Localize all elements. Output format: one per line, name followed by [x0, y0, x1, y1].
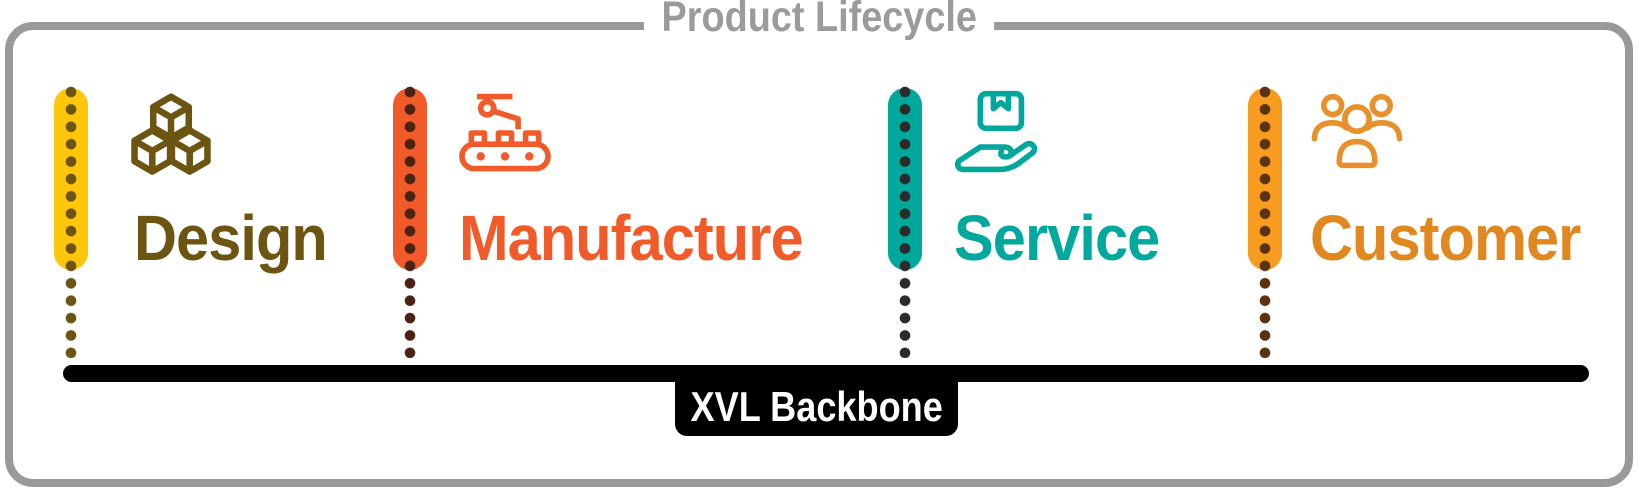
- design-dotted-connector: [65, 84, 77, 358]
- page-title: Product Lifecycle: [643, 0, 995, 40]
- backbone-label-box: XVL Backbone: [675, 365, 958, 436]
- backbone-label: XVL Backbone: [690, 383, 943, 430]
- title-wrap: Product Lifecycle: [0, 0, 1638, 40]
- hand-box-icon: [954, 90, 1038, 173]
- customer-dotted-connector: [1259, 84, 1271, 358]
- service-label: Service: [954, 202, 1160, 274]
- manufacture-dotted-connector: [404, 84, 416, 358]
- people-group-icon: [1311, 93, 1403, 169]
- cubes-icon: [131, 93, 211, 175]
- manufacture-label: Manufacture: [459, 202, 804, 274]
- design-label: Design: [134, 202, 328, 274]
- service-dotted-connector: [899, 84, 911, 358]
- conveyor-robot-icon: [459, 93, 551, 172]
- customer-label: Customer: [1310, 202, 1581, 274]
